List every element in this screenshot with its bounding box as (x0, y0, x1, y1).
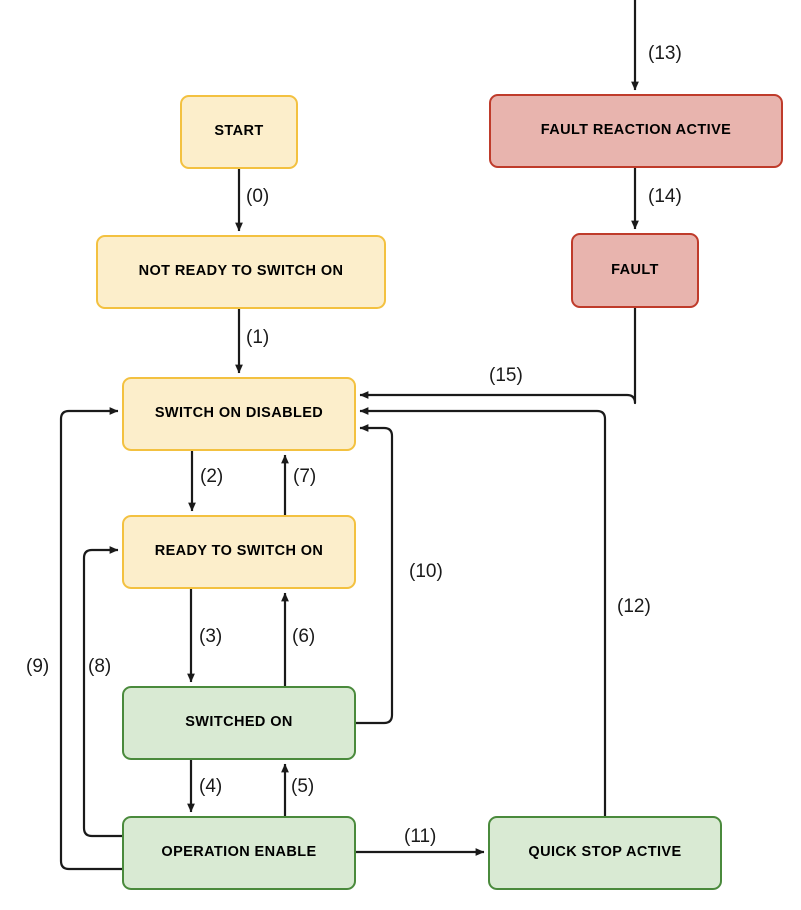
state-label: FAULT (611, 261, 659, 278)
transition-label-9: (9) (26, 656, 50, 677)
transition-label-7: (7) (293, 466, 317, 487)
transition-label-0: (0) (246, 186, 270, 207)
transition-label-5: (5) (291, 776, 315, 797)
state-label: START (214, 123, 264, 140)
transition-label-1: (1) (246, 327, 270, 348)
edge-12 (359, 407, 607, 816)
transition-label-12: (12) (617, 596, 651, 617)
state-box-switched-on[interactable]: SWITCHED ON (122, 686, 356, 760)
transition-label-3: (3) (199, 626, 223, 647)
state-box-fault[interactable]: FAULT (571, 233, 699, 308)
transition-label-14: (14) (648, 186, 682, 207)
state-box-ready-to-switch-on[interactable]: READY TO SWITCH ON (122, 515, 356, 589)
state-label: OPERATION ENABLE (161, 844, 317, 861)
edge-9 (59, 407, 122, 871)
transition-label-15: (15) (489, 365, 523, 386)
edge-15 (359, 308, 637, 405)
transition-label-6: (6) (292, 626, 316, 647)
transition-label-8: (8) (88, 656, 112, 677)
transition-label-4: (4) (199, 776, 223, 797)
state-label: NOT READY TO SWITCH ON (138, 263, 344, 280)
transition-label-2: (2) (200, 466, 224, 487)
state-box-not-ready-to-switch-on[interactable]: NOT READY TO SWITCH ON (96, 235, 386, 309)
state-label: SWITCH ON DISABLED (154, 405, 324, 422)
state-label: SWITCHED ON (185, 714, 293, 731)
state-label: FAULT REACTION ACTIVE (540, 122, 732, 139)
state-box-fault-reaction-active[interactable]: FAULT REACTION ACTIVE (489, 94, 783, 168)
state-box-switch-on-disabled[interactable]: SWITCH ON DISABLED (122, 377, 356, 451)
transition-label-11: (11) (404, 826, 437, 847)
state-box-operation-enable[interactable]: OPERATION ENABLE (122, 816, 356, 890)
state-label: QUICK STOP ACTIVE (528, 844, 682, 861)
state-box-quick-stop-active[interactable]: QUICK STOP ACTIVE (488, 816, 722, 890)
state-label: READY TO SWITCH ON (154, 543, 324, 560)
state-box-start[interactable]: START (180, 95, 298, 169)
edge-8 (82, 546, 122, 838)
transition-label-10: (10) (409, 561, 443, 582)
transition-label-13: (13) (648, 43, 682, 64)
edge-10 (356, 424, 394, 725)
